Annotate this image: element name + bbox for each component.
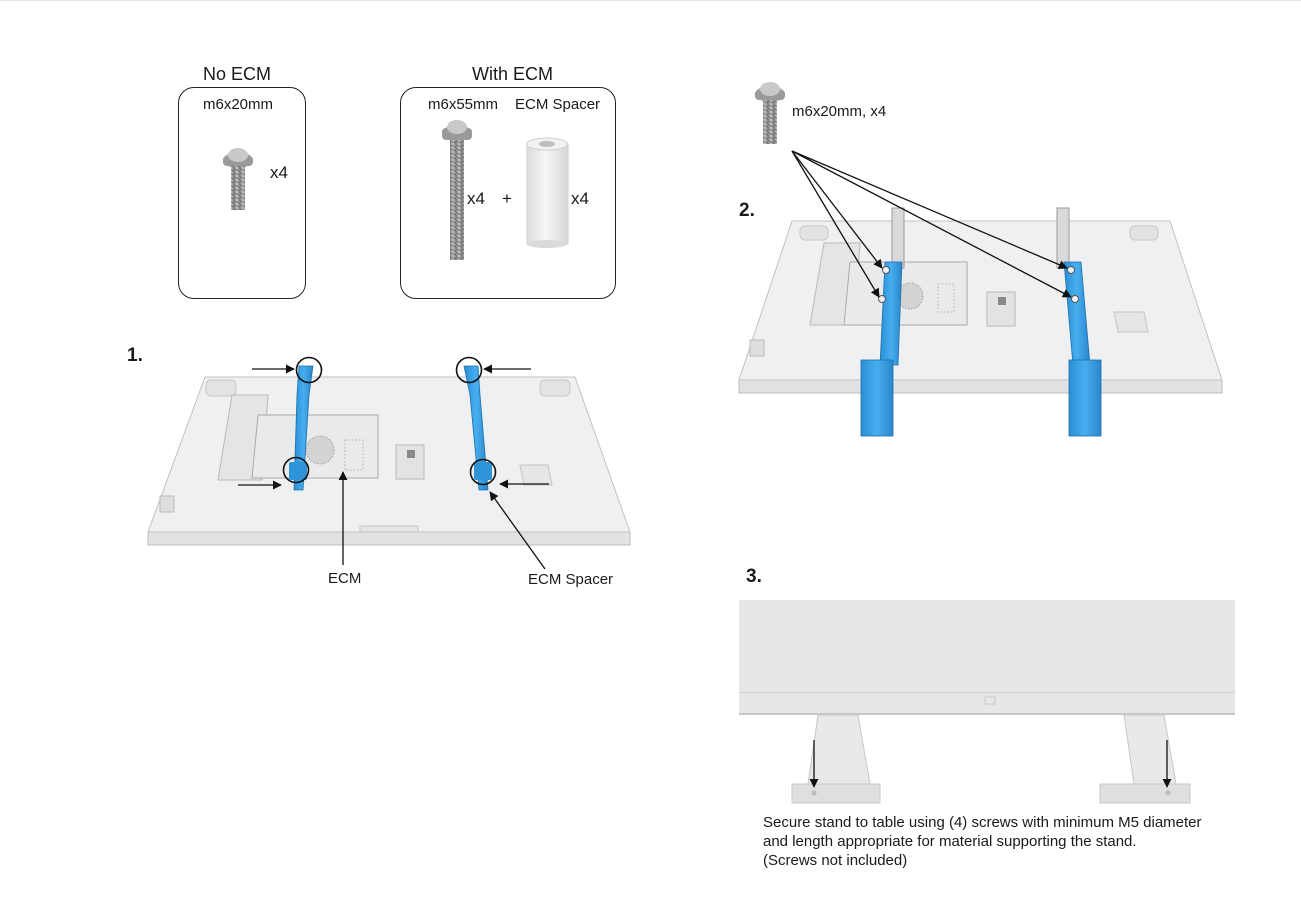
- short-screw-icon: [223, 148, 253, 210]
- step-1-monitor-back: [147, 376, 631, 546]
- with-ecm-spacer-qty: x4: [571, 189, 589, 208]
- step-2-monitor-back: [738, 220, 1223, 394]
- ecm-spacer-callout-label: ECM Spacer: [528, 571, 614, 588]
- with-ecm-heading: With ECM: [472, 64, 553, 84]
- callout-circle-top-left: [295, 356, 323, 384]
- no-ecm-heading: No ECM: [203, 64, 272, 84]
- step-2-left-rail: [860, 207, 905, 437]
- arrow-screw-to-right-lower: [791, 150, 1072, 298]
- plus-sign: +: [502, 189, 512, 208]
- note-line-3: (Screws not included): [763, 852, 908, 869]
- step-3-number: 3.: [746, 566, 762, 587]
- with-ecm-screw-qty: x4: [467, 189, 485, 208]
- no-ecm-screw-label: m6x20mm: [203, 96, 274, 113]
- with-ecm-box: [400, 87, 616, 299]
- step-3-right-stand-foot: [1099, 714, 1191, 804]
- no-ecm-qty: x4: [270, 163, 288, 182]
- callout-circle-bottom-left: [282, 456, 310, 484]
- no-ecm-box: [178, 87, 306, 299]
- with-ecm-spacer-label: ECM Spacer: [515, 96, 601, 113]
- step-2-screw-label: m6x20mm, x4: [792, 103, 887, 120]
- step-2-screw-icon: [755, 82, 785, 144]
- step-2-number: 2.: [739, 200, 755, 221]
- arrow-screw-to-left-upper: [791, 150, 883, 269]
- long-screw-icon: [442, 120, 472, 260]
- step-3-monitor-front: [739, 600, 1235, 715]
- step-3-left-stand-foot: [791, 714, 881, 804]
- ecm-callout-label: ECM: [328, 570, 362, 587]
- with-ecm-screw-label: m6x55mm: [428, 96, 499, 113]
- ecm-spacer-callout-arrow: [489, 491, 546, 570]
- step-3-note: Secure stand to table using (4) screws w…: [763, 813, 1202, 870]
- arrow-screw-to-left-lower: [791, 150, 880, 298]
- note-line-1: Secure stand to table using (4) screws w…: [763, 814, 1202, 831]
- callout-circle-bottom-right: [469, 458, 497, 486]
- step-1-left-bracket: [289, 365, 314, 491]
- step-1-number: 1.: [127, 345, 143, 366]
- arrow-screw-to-right-upper: [791, 150, 1068, 269]
- callout-circle-top-right: [455, 356, 483, 384]
- ecm-spacer-icon: [526, 137, 569, 248]
- note-line-2: and length appropriate for material supp…: [763, 833, 1137, 850]
- top-rule: [0, 0, 1301, 1]
